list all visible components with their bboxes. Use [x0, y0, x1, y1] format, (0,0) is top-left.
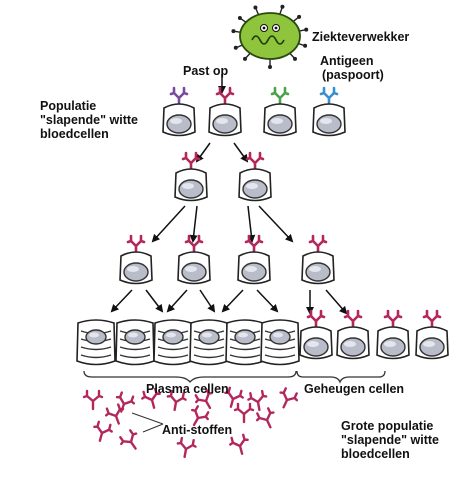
antigen-label: Antigeen: [320, 54, 374, 68]
plasma-cells-label: Plasma cellen: [146, 382, 229, 396]
receptor: [244, 234, 264, 255]
fits-label: Past op: [183, 64, 229, 78]
antibody: [229, 433, 249, 455]
population-label-line3: bloedcellen: [40, 127, 109, 141]
antibody: [247, 389, 268, 412]
plasma-cells-bracket: [83, 370, 297, 384]
large-population-label-line2: "slapende" witte: [341, 433, 439, 447]
plasma-cell: [189, 319, 229, 366]
arrows-layer: [110, 74, 348, 315]
population-label-line1: Populatie: [40, 99, 97, 113]
receptor: [343, 309, 363, 330]
arrow: [166, 289, 188, 313]
receptor: [181, 151, 201, 172]
arrow: [199, 289, 216, 313]
plasma-cell: [115, 319, 155, 366]
antibody: [233, 402, 255, 424]
pathogen: [231, 4, 309, 69]
cells-layer: [76, 86, 449, 366]
resting-cell-green: [263, 86, 297, 137]
arrow: [233, 142, 249, 163]
arrow: [189, 205, 198, 243]
dividing-cell: [301, 234, 335, 285]
antibody: [82, 389, 104, 411]
arrow: [258, 205, 294, 243]
arrow: [247, 205, 256, 243]
dividing-cell: [174, 151, 208, 202]
arrow: [221, 289, 244, 313]
dividing-cell: [177, 234, 211, 285]
arrow: [110, 289, 133, 313]
resting-cell-purple: [162, 86, 196, 137]
receptor: [126, 234, 146, 255]
antibody: [255, 407, 275, 429]
memory-cells-label: Geheugen cellen: [304, 382, 405, 396]
memory-cell: [376, 309, 410, 360]
antibody: [119, 429, 138, 450]
large-population-label-line1: Grote populatie: [341, 419, 434, 433]
receptor: [169, 86, 189, 107]
receptor: [306, 309, 326, 330]
antibody: [93, 420, 113, 442]
memory-cell: [336, 309, 370, 360]
brackets-layer: [83, 370, 386, 433]
receptor: [319, 86, 339, 107]
receptor: [245, 151, 265, 172]
antibody: [141, 387, 161, 409]
plasma-cell: [153, 319, 193, 366]
receptor: [270, 86, 290, 107]
antibody: [104, 403, 125, 425]
antibody: [279, 387, 299, 409]
memory-cell: [415, 309, 449, 360]
pathogen-label: Ziekteverwekker: [312, 30, 410, 44]
dividing-cell: [238, 151, 272, 202]
population-label-line2: "slapende" witte: [40, 113, 138, 127]
receptor: [422, 309, 442, 330]
receptor: [215, 86, 235, 107]
resting-cell-matching: [208, 86, 242, 137]
receptor: [383, 309, 403, 330]
dividing-cell: [119, 234, 153, 285]
antibody: [115, 391, 136, 413]
antibodies-label: Anti-stoffen: [162, 423, 233, 437]
antigen-sublabel: (paspoort): [322, 68, 384, 82]
plasma-cell: [76, 319, 116, 366]
antibodies-layer: [82, 386, 299, 459]
arrow: [151, 205, 186, 243]
antibody: [194, 388, 213, 410]
memory-cells-bracket: [296, 370, 386, 384]
receptor: [308, 234, 328, 255]
antibody: [224, 386, 244, 408]
dividing-cell: [237, 234, 271, 285]
antibody: [166, 389, 187, 412]
arrow: [145, 289, 164, 313]
resting-cell-blue: [312, 86, 346, 137]
memory-cell: [299, 309, 333, 360]
plasma-cell: [260, 319, 300, 366]
arrow: [325, 289, 348, 315]
receptor: [184, 234, 204, 255]
large-population-label-line3: bloedcellen: [341, 447, 410, 461]
antibody: [191, 405, 210, 427]
antibody: [176, 436, 197, 459]
plasma-cell: [225, 319, 265, 366]
arrow: [256, 289, 279, 313]
